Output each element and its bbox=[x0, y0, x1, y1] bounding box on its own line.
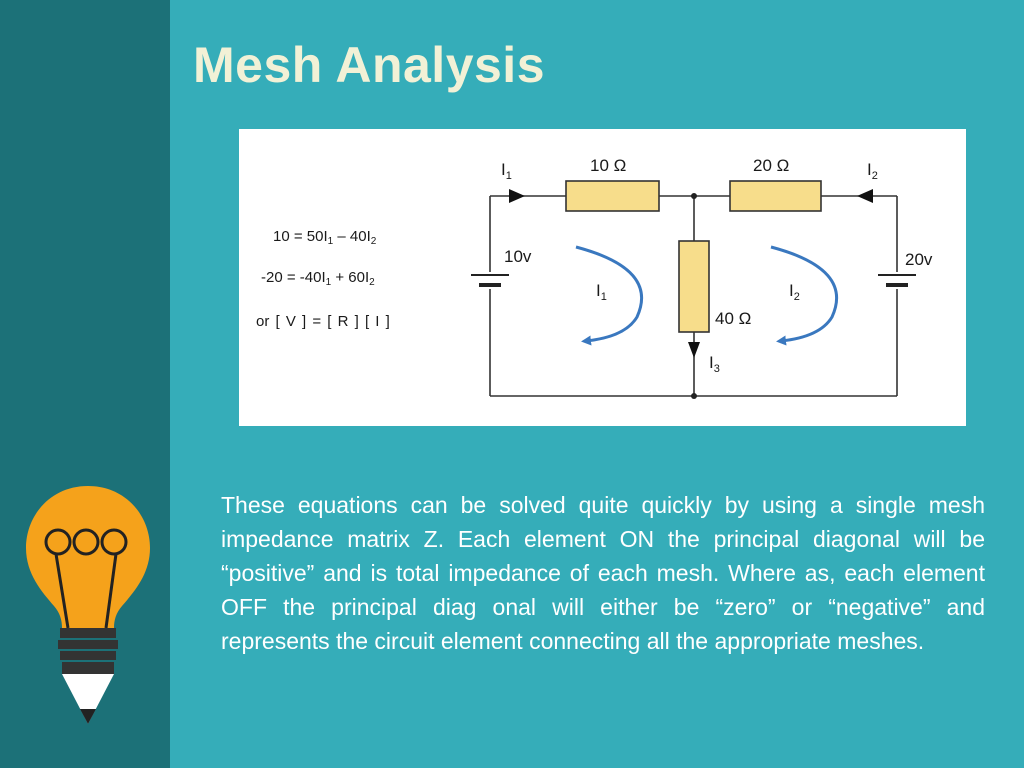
label-r2: 20 Ω bbox=[753, 156, 790, 175]
slide-title: Mesh Analysis bbox=[193, 37, 546, 93]
description-text: These equations can be solved quite quic… bbox=[221, 492, 985, 654]
label-current-i1: I1 bbox=[501, 160, 512, 182]
label-r1: 10 Ω bbox=[590, 156, 627, 175]
circuit-diagram-panel: 10 = 50I1 – 40I2 -20 = -40I1 + 60I2 or [… bbox=[239, 129, 966, 426]
battery-10v bbox=[471, 274, 509, 287]
mesh-loop-arrow-1 bbox=[575, 245, 643, 346]
resistor-10-ohm bbox=[565, 180, 660, 212]
resistor-40-ohm bbox=[678, 240, 710, 333]
current-arrow-i2 bbox=[857, 189, 873, 203]
label-current-i3: I3 bbox=[709, 353, 720, 375]
equation-matrix-form: or [ V ] = [ R ] [ I ] bbox=[256, 313, 390, 330]
junction-bottom bbox=[691, 393, 697, 399]
equation-mesh-2: -20 = -40I1 + 60I2 bbox=[261, 269, 375, 288]
mesh-loop-arrow-2 bbox=[770, 245, 838, 346]
battery-20v bbox=[878, 274, 916, 287]
label-r3: 40 Ω bbox=[715, 309, 752, 328]
current-arrow-i3 bbox=[688, 342, 700, 358]
current-arrow-i1 bbox=[509, 189, 525, 203]
resistor-20-ohm bbox=[729, 180, 822, 212]
circuit-diagram bbox=[471, 180, 916, 399]
junction-top bbox=[691, 193, 697, 199]
label-v1: 10v bbox=[504, 247, 532, 266]
lightbulb-pencil-icon bbox=[26, 486, 150, 724]
label-loop-i2: I2 bbox=[789, 281, 800, 303]
label-v2: 20v bbox=[905, 250, 933, 269]
label-current-i2: I2 bbox=[867, 160, 878, 182]
label-loop-i1: I1 bbox=[596, 281, 607, 303]
equation-mesh-1: 10 = 50I1 – 40I2 bbox=[273, 228, 377, 247]
